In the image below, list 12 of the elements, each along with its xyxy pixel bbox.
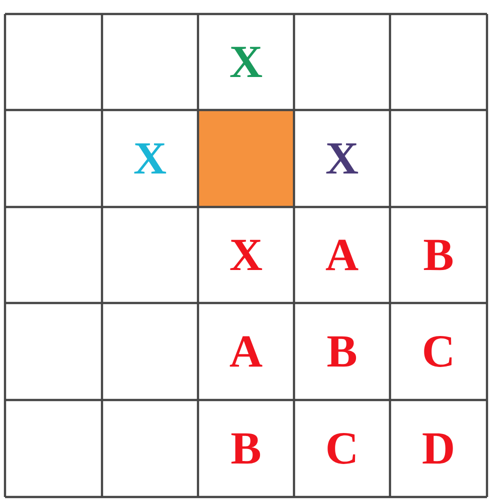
grid-letter: X	[134, 143, 166, 174]
grid-letter: A	[326, 240, 358, 270]
grid-letter: X	[326, 143, 358, 174]
grid-letter: D	[422, 433, 453, 464]
grid-letter: B	[424, 240, 453, 270]
grid-letter: X	[230, 240, 262, 270]
grid-letter: C	[424, 336, 452, 367]
grid-letter: A	[230, 336, 262, 367]
grid-letter: X	[230, 46, 262, 78]
grid-letter: B	[231, 433, 260, 464]
grid-letter: B	[327, 336, 356, 367]
grid-letter: C	[328, 433, 356, 464]
